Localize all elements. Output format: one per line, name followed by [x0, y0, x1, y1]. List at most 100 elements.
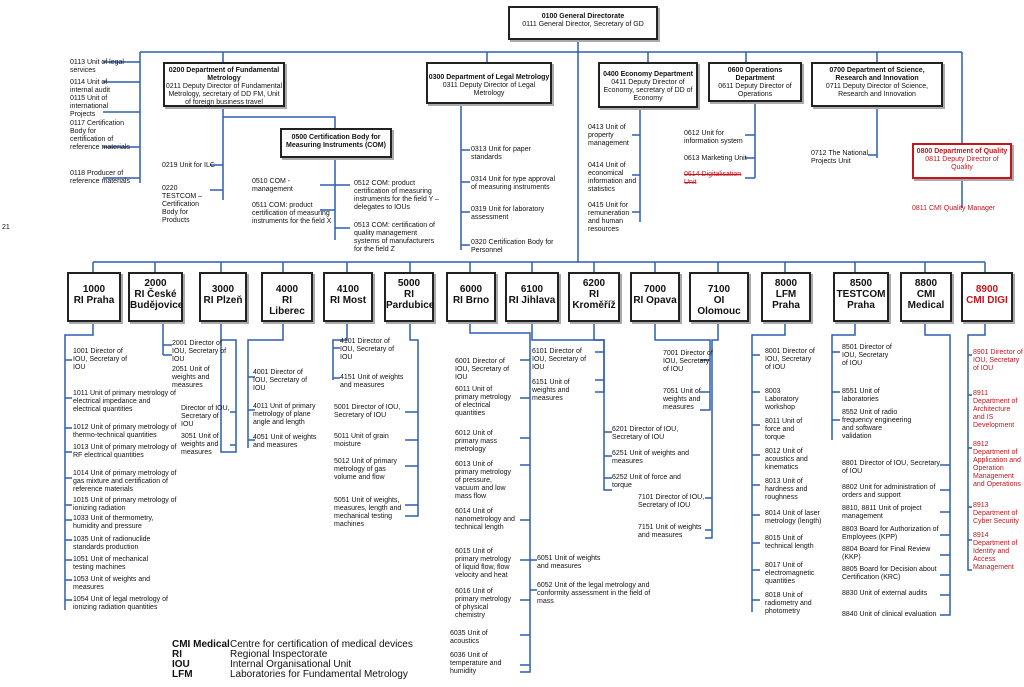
- unit-6011: 6011 Unit of primary metrology of electr…: [455, 386, 512, 417]
- ri-8000-name: LFM Praha: [772, 289, 800, 311]
- unit-4001: 4001 Director of IOU, Secretary of IOU: [253, 369, 308, 392]
- unit-5012: 5012 Unit of primary metrology of gas vo…: [334, 458, 398, 481]
- dept-0300-title: 0300 Department of Legal Metrology: [428, 74, 550, 81]
- ri-7100-code: 7100: [707, 284, 731, 295]
- legend-abbr: IOU: [172, 659, 190, 670]
- legend-desc: Laboratories for Fundamental Metrology: [230, 669, 408, 680]
- unit-6052: 6052 Unit of the legal metrology and con…: [537, 582, 651, 605]
- unit-8912: 8912 Department of Application and Opera…: [973, 441, 1021, 488]
- ri-6200-name: RI Kroměříž: [572, 289, 616, 311]
- general-director-label: 0111 General Director, Secretary of GD: [522, 21, 644, 28]
- legend-row: LFM Laboratories for Fundamental Metrolog…: [172, 670, 413, 680]
- ri-4000-code: 4000: [275, 284, 299, 295]
- dept-0600-title: 0600 Operations Department: [727, 67, 783, 82]
- unit-1015: 1015 Unit of primary metrology of ionizi…: [73, 497, 177, 512]
- dept-0400-box: 0400 Economy Department 0411 Deputy Dire…: [598, 62, 698, 108]
- ri-2000-code: 2000: [144, 278, 167, 289]
- dept-0700-deputy: 0711 Deputy Director of Science, Researc…: [825, 83, 929, 98]
- unit-1033: 1033 Unit of thermometry, humidity and p…: [73, 515, 154, 530]
- legend-abbr: LFM: [172, 669, 193, 680]
- unit-1011: 1011 Unit of primary metrology of electr…: [73, 390, 176, 413]
- dept-0800-title: 0800 Department of Quality: [916, 148, 1008, 155]
- unit-1012: 1012 Unit of primary metrology of thermo…: [73, 424, 177, 439]
- unit-1051: 1051 Unit of mechanical testing machines: [73, 556, 149, 571]
- unit-3051: 3051 Unit of weights and measures: [181, 433, 219, 456]
- unit-1013: 1013 Unit of primary metrology of RF ele…: [73, 444, 177, 459]
- unit-0511: 0511 COM: product certification of measu…: [252, 202, 332, 225]
- unit-8001: 8001 Director of IOU, Secretary of IOU: [765, 348, 815, 371]
- dept-0600-deputy: 0611 Deputy Director of Operations: [718, 83, 792, 98]
- unit-8552: 8552 Unit of radio frequency engineering…: [842, 409, 912, 440]
- unit-5001: 5001 Director of IOU, Secretary of IOU: [334, 404, 401, 419]
- unit-6001: 6001 Director of IOU, Secretary of IOU: [455, 358, 510, 381]
- ri-6200-code: 6200: [582, 278, 606, 289]
- unit-8805: 8805 Board for Decision about Certificat…: [842, 566, 937, 581]
- unit-5051: 5051 Unit of weights, measures, length a…: [334, 497, 402, 528]
- legend-abbr: CMI Medical: [172, 639, 230, 650]
- unit-8830: 8830 Unit of external audits: [842, 590, 928, 597]
- unit-0118: 0118 Producer of reference materials: [70, 170, 130, 185]
- unit-6252: 6252 Unit of force and torque: [612, 474, 681, 489]
- unit-0613: 0613 Marketing Unit: [684, 155, 747, 162]
- unit-8801: 8801 Director of IOU, Secretary of IOU: [842, 460, 941, 475]
- unit-0415: 0415 Unit for remuneration and human res…: [588, 202, 630, 233]
- dept-0200-title: 0200 Department of Fundamental Metrology: [168, 67, 280, 82]
- ri-6100-name: RI Jihlava: [508, 295, 556, 306]
- unit-8803: 8803 Board for Authorization of Employee…: [842, 526, 939, 541]
- unit-4011: 4011 Unit of primary metrology of plane …: [253, 403, 316, 426]
- unit-8911: 8911 Department of Architecture and IS D…: [973, 390, 1018, 429]
- unit-6101: 6101 Director of IOU, Secretary of IOU: [532, 348, 587, 371]
- unit-6012: 6012 Unit of primary mass metrology: [455, 430, 498, 453]
- unit-8015: 8015 Unit of technical length: [765, 535, 814, 550]
- unit-0117: 0117 Certification Body for certificatio…: [70, 120, 130, 151]
- unit-8913: 8913 Department of Cyber Security: [973, 502, 1019, 525]
- unit-0510: 0510 COM - management: [252, 178, 293, 193]
- unit-8012: 8012 Unit of acoustics and kinematics: [765, 448, 808, 471]
- ri-1000-name: RI Praha: [73, 295, 115, 306]
- ri-6000-name: RI Brno: [452, 295, 490, 306]
- unit-0612: 0612 Unit for information system: [684, 130, 743, 145]
- dept-0800-box: 0800 Department of Quality 0811 Deputy D…: [912, 143, 1012, 179]
- dept-0600-box: 0600 Operations Department 0611 Deputy D…: [708, 62, 802, 102]
- legend-desc: Internal Organisational Unit: [230, 659, 352, 670]
- unit-8017: 8017 Unit of electromagnetic quantities: [765, 562, 815, 585]
- unit-6036: 6036 Unit of temperature and humidity: [450, 652, 502, 675]
- ri-8000-code: 8000: [774, 278, 798, 289]
- unit-7051: 7051 Unit of weights and measures: [663, 388, 701, 411]
- legend-row: IOU Internal Organisational Unit: [172, 660, 413, 670]
- dept-0400-deputy: 0411 Deputy Director of Economy, secreta…: [603, 79, 693, 102]
- unit-0113: 0113 Unit of legal services: [70, 59, 124, 74]
- ri-8800-name: CMI Medical: [907, 289, 945, 311]
- unit-6014: 6014 Unit of nanometrology and technical…: [455, 508, 515, 531]
- general-directorate-box: 0100 General Directorate 0111 General Di…: [508, 6, 658, 40]
- unit-0319: 0319 Unit for laboratory assessment: [471, 206, 545, 221]
- unit-0414: 0414 Unit of economical information and …: [588, 162, 637, 193]
- unit-0513: 0513 COM: certification of quality manag…: [354, 222, 435, 253]
- unit-8810: 8810, 8811 Unit of project management: [842, 505, 922, 520]
- unit-7101: 7101 Director of IOU, Secretary of IOU: [638, 494, 705, 509]
- unit-6016: 6016 Unit of primary metrology of physic…: [455, 588, 512, 619]
- ri-5000-code: 5000: [397, 278, 421, 289]
- unit-6201: 6201 Director of IOU, Secretary of IOU: [612, 426, 679, 441]
- unit-8901: 8901 Director of IOU, Secretary of IOU: [973, 349, 1023, 372]
- unit-1053: 1053 Unit of weights and measures: [73, 576, 151, 591]
- unit-0512: 0512 COM: product certification of measu…: [354, 180, 439, 211]
- unit-8802: 8802 Unit for administration of orders a…: [842, 484, 936, 499]
- legend: CMI MedicalCentre for certification of m…: [172, 640, 413, 680]
- unit-0811-quality-manager: 0811 CMI Quality Manager: [912, 205, 996, 212]
- dept-0500-title: 0500 Certification Body for Measuring In…: [286, 134, 386, 149]
- unit-8914: 8914 Department of Identity and Access M…: [973, 532, 1018, 571]
- ri-5000-name: RI Pardubice: [386, 289, 435, 311]
- unit-8003: 8003 Laboratory workshop: [765, 388, 799, 411]
